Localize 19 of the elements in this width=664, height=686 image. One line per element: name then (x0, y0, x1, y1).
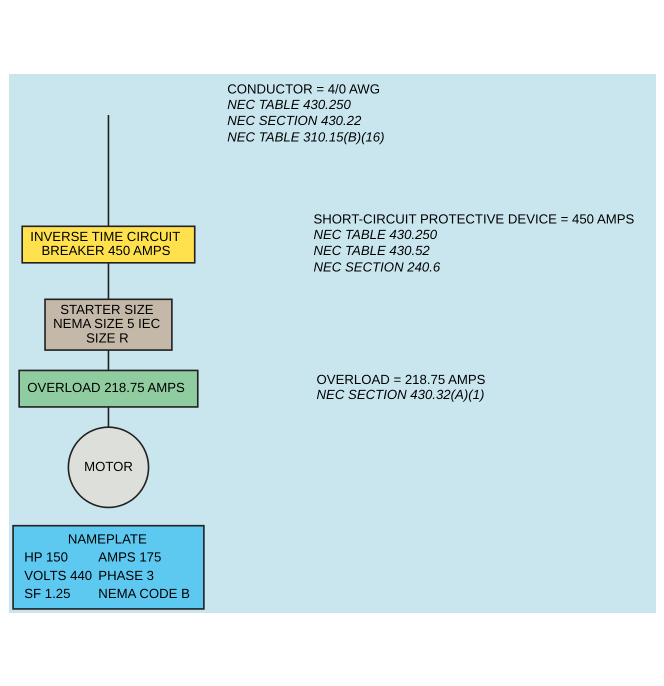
node-label: NEC TABLE 430.52 (312, 242, 430, 258)
node-label: NEC SECTION 430.32(A)(1) (316, 386, 484, 402)
node-box: STARTER SIZE NEMA SIZE 5 IEC SIZE R (44, 298, 172, 350)
connector (107, 262, 109, 299)
connector (107, 350, 109, 370)
label: CONDUCTOR = 4/0 AWG (226, 81, 380, 96)
label: NEC TABLE 430.250 (226, 96, 350, 112)
label: NEC TABLE 310.15(B)(16) (226, 128, 384, 144)
node-circle: MOTOR (67, 426, 149, 508)
node-label: NEC TABLE 430.250 (312, 226, 437, 242)
label: NEC SECTION 430.22 (226, 112, 361, 128)
node-box: OVERLOAD 218.75 AMPS (18, 369, 198, 408)
connector (107, 114, 109, 226)
node-box: NAMEPLATE HP 150 AMPS 175 VOLTS 440 PHASE 3 SF 1.25 NEMA CODE B (12, 524, 204, 610)
connector (107, 406, 109, 427)
node-label: NEC SECTION 240.6 (312, 258, 440, 274)
node-label: SHORT-CIRCUIT PROTECTIVE DEVICE = 450 AMPS (312, 211, 634, 226)
node-label: OVERLOAD = 218.75 AMPS (316, 371, 485, 386)
node-box: INVERSE TIME CIRCUIT BREAKER 450 AMPS (20, 224, 196, 264)
